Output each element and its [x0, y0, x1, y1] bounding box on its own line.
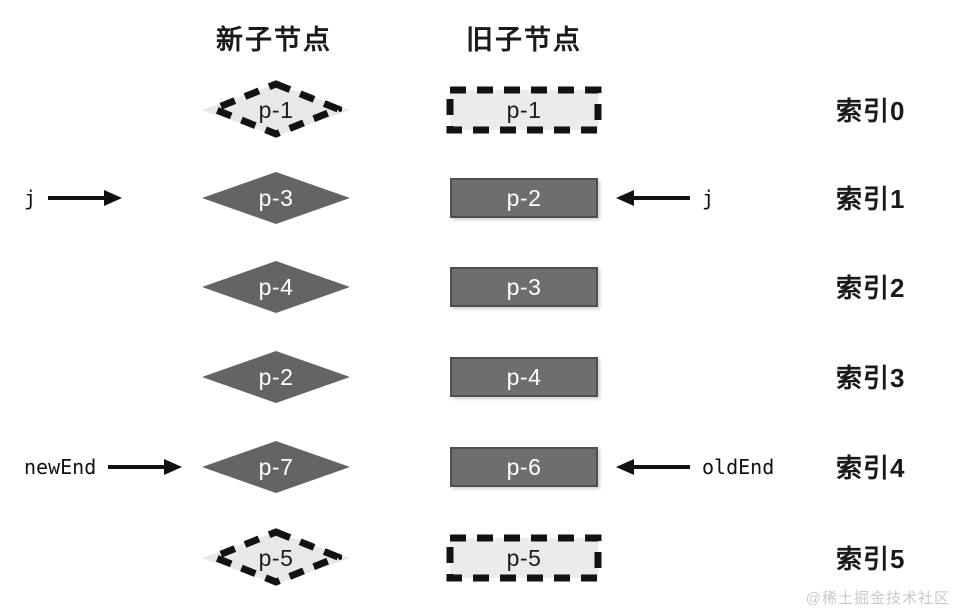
column-header-old-children: 旧子节点 [466, 25, 582, 55]
new-child-node[interactable]: p-7 [202, 441, 350, 493]
left-pointer-label: j [24, 186, 37, 210]
arrow-right-icon [48, 188, 123, 208]
watermark: @稀土掘金技术社区 [805, 590, 950, 607]
rect-shape [450, 357, 598, 397]
new-child-label: p-3 [258, 184, 294, 211]
arrow-right-icon [108, 457, 183, 477]
rect-shape [450, 267, 598, 307]
arrow-left-icon [616, 188, 690, 208]
row-index-label: 索引3 [836, 363, 906, 393]
new-child-node[interactable]: p-3 [202, 172, 350, 224]
right-pointer-label: j [702, 186, 715, 210]
new-child-label: p-4 [258, 273, 294, 300]
rect-shape [450, 447, 598, 487]
old-child-node[interactable]: p-2 [450, 178, 598, 218]
left-pointer-annotation: j [24, 183, 204, 213]
row-index-label: 索引1 [836, 184, 906, 214]
right-pointer-annotation: j [616, 183, 806, 213]
new-child-node[interactable]: p-5 [202, 528, 350, 586]
new-child-node[interactable]: p-4 [202, 261, 350, 313]
new-child-label: p-5 [258, 544, 294, 571]
left-pointer-label: newEnd [24, 455, 97, 479]
right-pointer-label: oldEnd [702, 455, 775, 479]
rect-shape [450, 90, 598, 130]
old-child-node[interactable]: p-1 [446, 86, 602, 134]
dashed-outline-icon [210, 80, 342, 138]
old-child-label: p-3 [506, 273, 542, 300]
old-child-label: p-4 [506, 363, 542, 390]
new-child-node[interactable]: p-1 [202, 80, 350, 138]
dashed-outline-icon [446, 534, 602, 582]
old-child-label: p-5 [506, 544, 542, 571]
dashed-outline-icon [210, 528, 342, 586]
right-pointer-annotation: oldEnd [616, 452, 806, 482]
old-child-label: p-2 [506, 184, 542, 211]
old-child-node[interactable]: p-4 [450, 357, 598, 397]
row-index-label: 索引0 [836, 96, 906, 126]
new-child-label: p-1 [258, 96, 294, 123]
old-child-label: p-1 [506, 96, 542, 123]
row-index-label: 索引2 [836, 273, 906, 303]
old-child-node[interactable]: p-5 [446, 534, 602, 582]
new-child-label: p-7 [258, 453, 294, 480]
arrow-left-icon [616, 457, 690, 477]
old-child-node[interactable]: p-6 [450, 447, 598, 487]
new-child-node[interactable]: p-2 [202, 351, 350, 403]
new-child-label: p-2 [258, 363, 294, 390]
old-child-label: p-6 [506, 453, 542, 480]
left-pointer-annotation: newEnd [24, 452, 204, 482]
rect-shape [450, 538, 598, 578]
column-header-new-children: 新子节点 [216, 25, 332, 55]
old-child-node[interactable]: p-3 [450, 267, 598, 307]
row-index-label: 索引4 [836, 453, 906, 483]
dashed-outline-icon [446, 86, 602, 134]
row-index-label: 索引5 [836, 544, 906, 574]
rect-shape [450, 178, 598, 218]
